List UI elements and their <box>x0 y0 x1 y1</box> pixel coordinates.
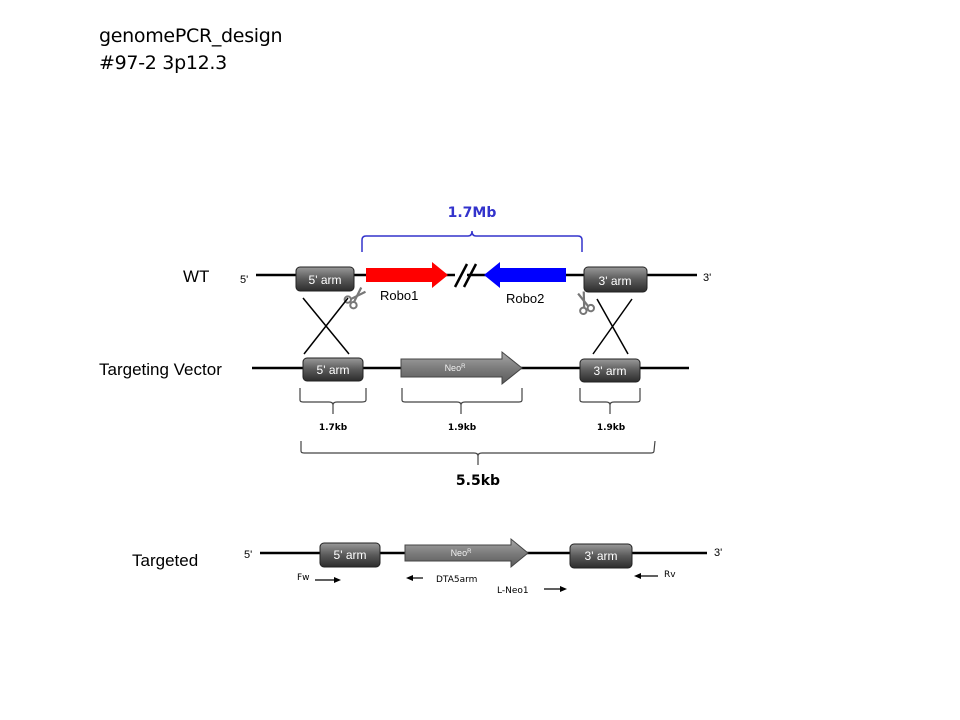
svg-text:NeoR: NeoR <box>445 363 467 373</box>
svg-text:5' arm: 5' arm <box>317 363 350 377</box>
vector-neo-arrow: NeoR <box>400 350 523 386</box>
targeted-3arm-box: 3' arm <box>569 543 633 569</box>
svg-text:Fw: Fw <box>297 573 310 583</box>
wt-row-label: WT <box>183 267 209 286</box>
scissors-icon <box>343 287 366 310</box>
span-label: 1.7Mb <box>448 205 497 221</box>
bracket-3arm <box>579 388 641 414</box>
vector-3arm-box: 3' arm <box>579 358 641 383</box>
page-title: genomePCR_design <box>99 25 283 47</box>
wt-3arm-box: 3' arm <box>583 266 648 293</box>
targeted-neo-arrow: NeoR <box>404 537 529 569</box>
wt-3prime-label: 3' <box>703 272 711 284</box>
svg-text:L-Neo1: L-Neo1 <box>497 586 529 596</box>
svg-text:5' arm: 5' arm <box>309 273 342 287</box>
span-bracket <box>361 230 583 252</box>
arrow-right-icon <box>334 577 341 583</box>
primer-fw: Fw <box>297 573 341 583</box>
svg-text:5' arm: 5' arm <box>334 548 367 562</box>
robo1-label: Robo1 <box>380 288 418 303</box>
robo1-arrow <box>366 262 448 288</box>
size-neo: 1.9kb <box>448 423 477 433</box>
crossover-right <box>592 298 633 355</box>
targeted-3prime-label: 3' <box>714 547 722 559</box>
vector-row-label: Targeting Vector <box>99 360 222 379</box>
svg-text:3' arm: 3' arm <box>585 549 618 563</box>
size-5arm: 1.7kb <box>319 423 348 433</box>
arrow-right-icon <box>560 586 567 592</box>
arrow-left-icon <box>634 573 641 579</box>
primer-dta5arm: DTA5arm <box>406 575 477 585</box>
wt-5arm-box: 5' arm <box>295 266 355 292</box>
targeted-5arm-box: 5' arm <box>319 542 381 568</box>
svg-text:NeoR: NeoR <box>451 548 473 558</box>
crossover-left <box>302 297 350 355</box>
scissors-icon <box>577 291 596 316</box>
targeted-5prime-label: 5' <box>244 549 252 561</box>
wt-5prime-label: 5' <box>240 274 248 286</box>
page-subtitle: #97-2 3p12.3 <box>99 52 227 74</box>
svg-text:Rv: Rv <box>664 570 676 580</box>
bracket-total <box>300 440 656 465</box>
svg-text:3' arm: 3' arm <box>594 364 627 378</box>
bracket-neo <box>401 388 523 414</box>
targeted-row-label: Targeted <box>132 551 198 570</box>
size-total: 5.5kb <box>456 473 500 489</box>
break-mark-icon <box>453 263 478 288</box>
vector-5arm-box: 5' arm <box>302 357 364 382</box>
svg-text:DTA5arm: DTA5arm <box>436 575 477 585</box>
bracket-5arm <box>299 388 367 414</box>
primer-l-neo1: L-Neo1 <box>497 586 567 596</box>
size-3arm: 1.9kb <box>597 423 626 433</box>
robo2-label: Robo2 <box>506 291 544 306</box>
primer-rv: Rv <box>634 570 676 580</box>
svg-text:3' arm: 3' arm <box>599 274 632 288</box>
robo2-arrow <box>484 262 566 288</box>
arrow-left-icon <box>406 575 413 581</box>
